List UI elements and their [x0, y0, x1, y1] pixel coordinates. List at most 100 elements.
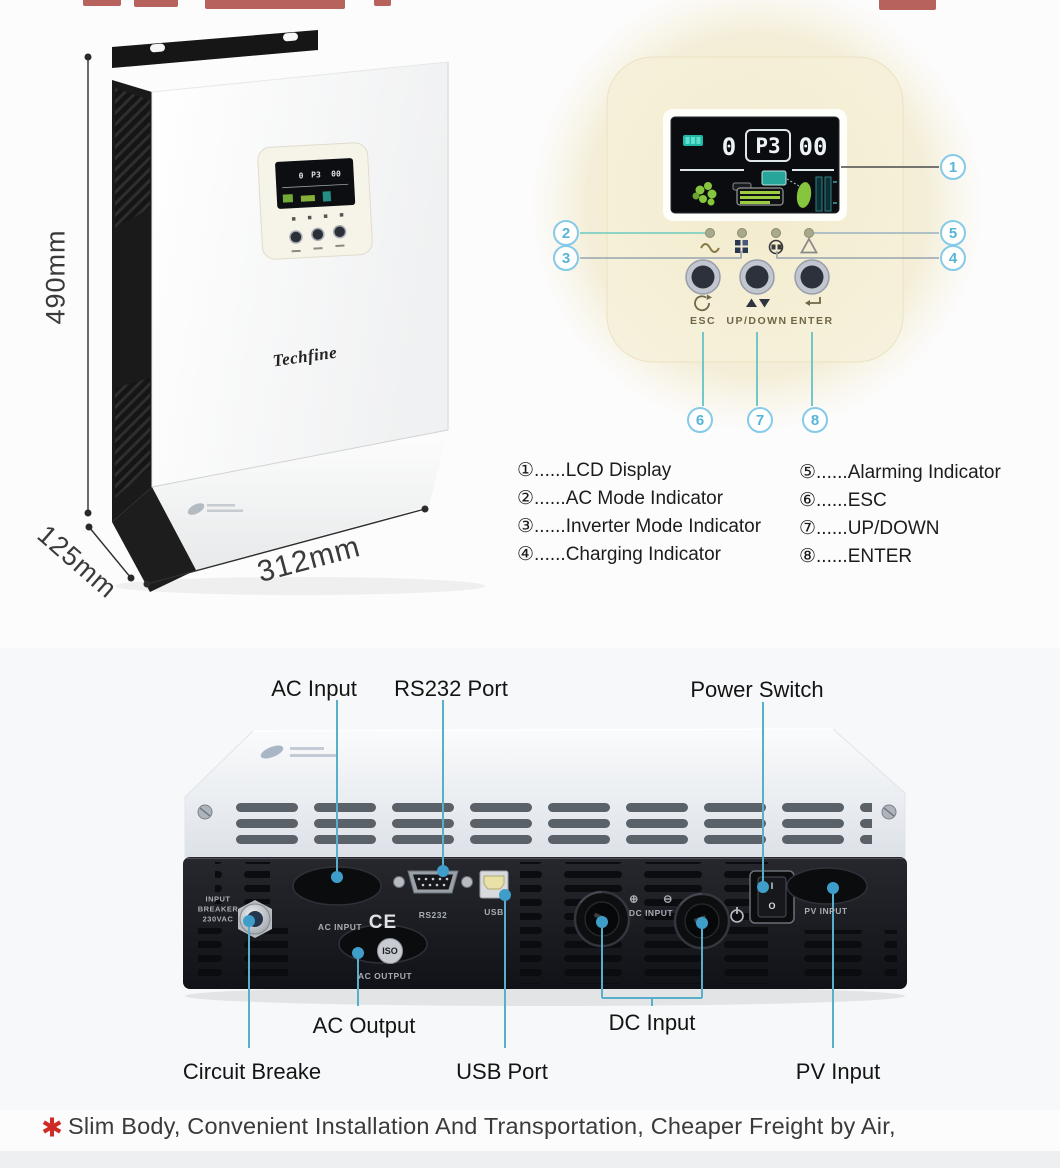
mini-button-updown	[311, 227, 325, 242]
legend-updown: ⑦......UP/DOWN	[799, 518, 940, 539]
callout-2: 2	[553, 220, 579, 246]
mounting-bracket	[112, 30, 318, 68]
breaker-text-line2: BREAKER	[197, 904, 239, 914]
dimension-endpoints	[84, 53, 429, 588]
dc-minus-symbol: ⊖	[663, 893, 673, 906]
callout-lines	[580, 166, 939, 406]
rs232-port-micro-label: RS232	[418, 910, 448, 920]
power-symbol-icon	[730, 907, 744, 923]
rs232-port	[393, 870, 473, 894]
led-inverter-mode	[737, 228, 747, 238]
switch-off-mark: O	[768, 901, 776, 911]
front-mini-panel	[257, 142, 373, 260]
lcd-left-value: 0	[721, 133, 737, 161]
switch-on-mark: I	[770, 881, 774, 891]
lcd-load-icon	[796, 182, 812, 208]
brand-leaf-logo	[187, 503, 243, 515]
dimension-height-label: 490mm	[40, 229, 71, 325]
top-crop-artifact	[374, 0, 391, 6]
lcd-mode-value: P3	[755, 134, 781, 158]
body-screws	[197, 804, 897, 820]
dc-input-port-label: DC INPUT	[628, 908, 674, 918]
breaker-text-line3: 230VAC	[202, 914, 234, 924]
lcd-solar-icon	[692, 182, 717, 206]
rear-callout-dots	[243, 865, 839, 959]
legend-lcd-display: ①......LCD Display	[517, 460, 672, 481]
ac-wave-icon	[700, 243, 720, 253]
mini-lcd	[275, 158, 356, 209]
lcd-right-value: 00	[798, 133, 828, 161]
callout-1: 1	[940, 154, 966, 180]
control-panel-closeup	[529, 0, 985, 433]
alarm-triangle-icon	[799, 237, 819, 254]
footer-star-icon: ✱	[41, 1112, 63, 1143]
lcd-inverter-icon	[761, 170, 800, 187]
rear-brand-logo	[260, 745, 338, 759]
lcd-mode-box	[745, 129, 791, 162]
dimension-lines	[87, 57, 426, 585]
led-indicators	[705, 228, 814, 238]
dc-plus-symbol: ⊕	[629, 893, 639, 906]
led-ac-mode	[705, 228, 715, 238]
bracket-hole	[283, 32, 298, 42]
top-crop-artifact	[205, 0, 345, 9]
top-crop-artifact	[83, 0, 121, 6]
footer-band	[0, 1151, 1060, 1168]
inverter-rear-view	[183, 700, 907, 1048]
ac-input-port-label: AC INPUT	[317, 922, 363, 932]
legend-enter: ⑧......ENTER	[799, 546, 913, 567]
circuit-breaker-label: Circuit Breake	[182, 1059, 322, 1084]
mini-lcd-mode-value: P3	[311, 170, 321, 180]
callout-7: 7	[747, 407, 773, 433]
pv-input-port-label: PV INPUT	[804, 906, 848, 916]
esc-key-label: ESC	[689, 315, 717, 327]
updown-arrows-icon	[746, 298, 770, 308]
led-alarm	[804, 228, 814, 238]
wedge-side	[112, 487, 196, 592]
pv-input-label: PV Input	[795, 1059, 881, 1084]
rs232-port-label: RS232 Port	[394, 676, 508, 701]
callout-5: 5	[940, 220, 966, 246]
panel-vents-right	[795, 930, 897, 980]
usb-port-micro-label: USB	[484, 907, 504, 917]
usb-port-label: USB Port	[456, 1059, 548, 1084]
breaker-text-line1: INPUT	[205, 894, 231, 904]
panel-vents-mid	[520, 862, 768, 984]
top-crop-artifact	[879, 0, 936, 10]
rear-shadow	[185, 986, 905, 1006]
legend-inverter-mode: ③......Inverter Mode Indicator	[517, 516, 762, 537]
bottom-wedge	[152, 430, 448, 570]
front-face	[151, 61, 449, 488]
side-vent-grille	[115, 88, 150, 228]
mini-lcd-left-value: 0	[298, 171, 304, 181]
callout-6: 6	[687, 407, 713, 433]
enter-key-label: ENTER	[790, 315, 834, 327]
mini-lcd-right-value: 00	[331, 169, 341, 179]
bracket-hole	[150, 43, 165, 53]
rear-callout-lines	[248, 700, 834, 1048]
iso-badge: ISO	[377, 938, 403, 964]
unit-shadow	[115, 577, 485, 595]
panel-vents-topleft	[215, 862, 270, 904]
inverter-grid-icon	[735, 240, 748, 253]
legend-alarming: ⑤......Alarming Indicator	[799, 462, 1001, 483]
lcd-tank-icon	[732, 182, 784, 206]
updown-key-label: UP/DOWN	[726, 315, 788, 327]
inverter-front-view	[84, 30, 485, 595]
callout-8: 8	[802, 407, 828, 433]
led-charging	[771, 228, 781, 238]
callout-3: 3	[553, 245, 579, 271]
legend-esc: ⑥......ESC	[799, 490, 887, 511]
mini-button-esc	[289, 230, 303, 244]
ce-mark: CE	[368, 912, 398, 933]
side-vent-grille	[115, 378, 150, 498]
panel-buttons	[685, 259, 830, 295]
power-switch	[749, 870, 795, 924]
panel-vents-left	[198, 928, 288, 980]
callout-4: 4	[940, 245, 966, 271]
charging-icon	[768, 239, 784, 255]
lcd-content	[680, 129, 837, 212]
top-crop-artifact	[134, 0, 178, 7]
legend-ac-mode: ②......AC Mode Indicator	[517, 488, 724, 509]
